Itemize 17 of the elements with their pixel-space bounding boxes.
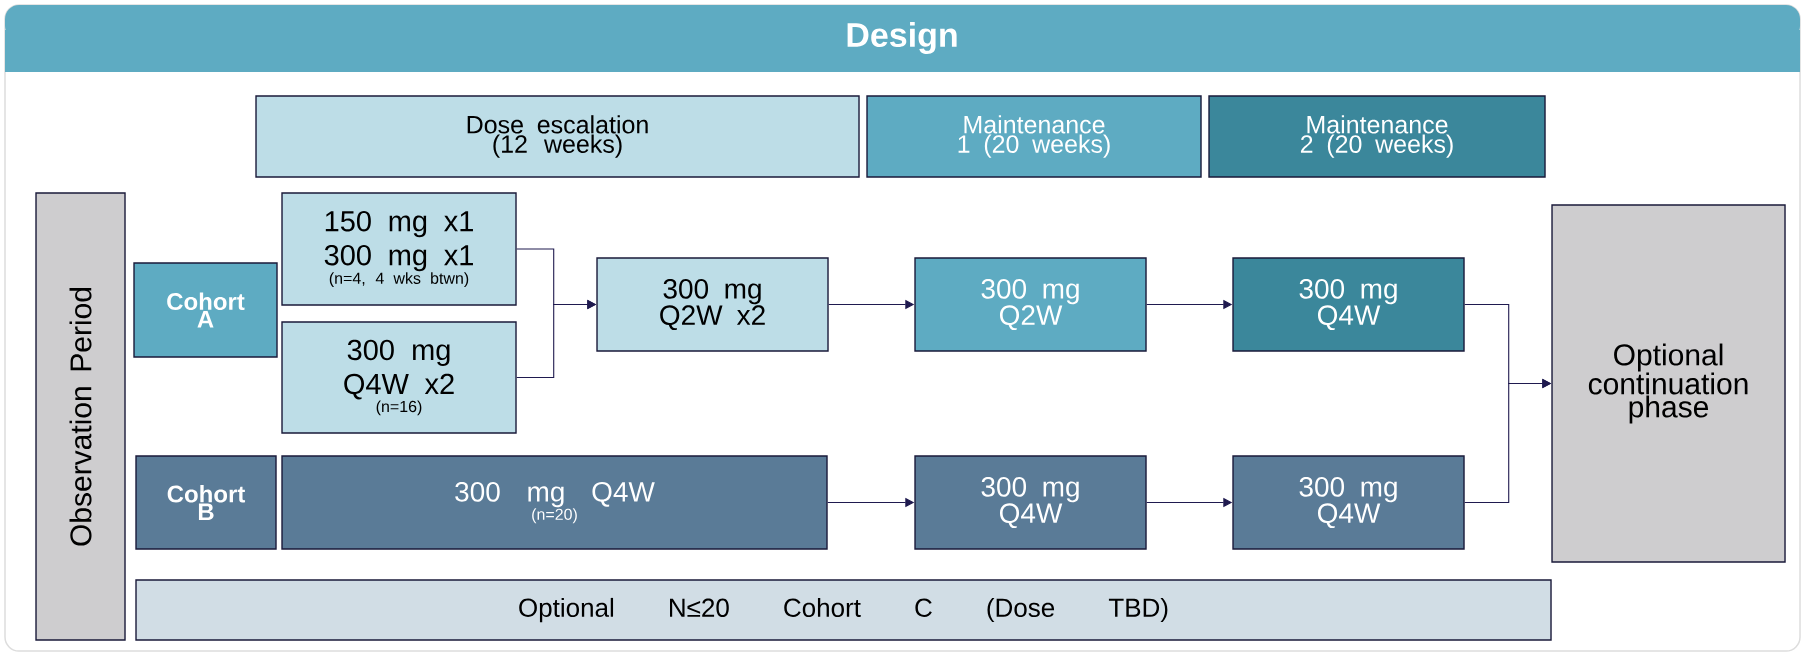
phase-header: Maintenance 1 (20 weeks) — [866, 95, 1202, 178]
dose-box: 300 mg Q4W — [914, 455, 1147, 550]
phase-header: Maintenance 2 (20 weeks) — [1208, 95, 1546, 178]
dose-box: 300 mg Q2W x2 — [596, 257, 829, 352]
period-bar: Observation Period — [35, 192, 126, 641]
cohort-bar: Optional N≤20 Cohort C (Dose TBD) — [135, 579, 1552, 641]
dose-box: 150 mg x1 300 mg x1 (n=4, 4 wks btwn) — [281, 192, 517, 306]
dose-box: 300 mg Q4W x2 (n=16) — [281, 321, 517, 434]
phase-box: Optional continuation phase — [1551, 204, 1786, 563]
phase-header: Dose escalation (12 weeks) — [255, 95, 860, 178]
cohort-box: Cohort B — [135, 455, 277, 550]
dose-bar: 300 mg Q4W (n=20) — [281, 455, 828, 550]
title-band: Design — [5, 5, 1800, 72]
cohort-box: Cohort A — [133, 262, 278, 358]
dose-box: 300 mg Q2W — [914, 257, 1147, 352]
dose-box: 300 mg Q4W — [1232, 455, 1465, 550]
dose-box: 300 mg Q4W — [1232, 257, 1465, 352]
